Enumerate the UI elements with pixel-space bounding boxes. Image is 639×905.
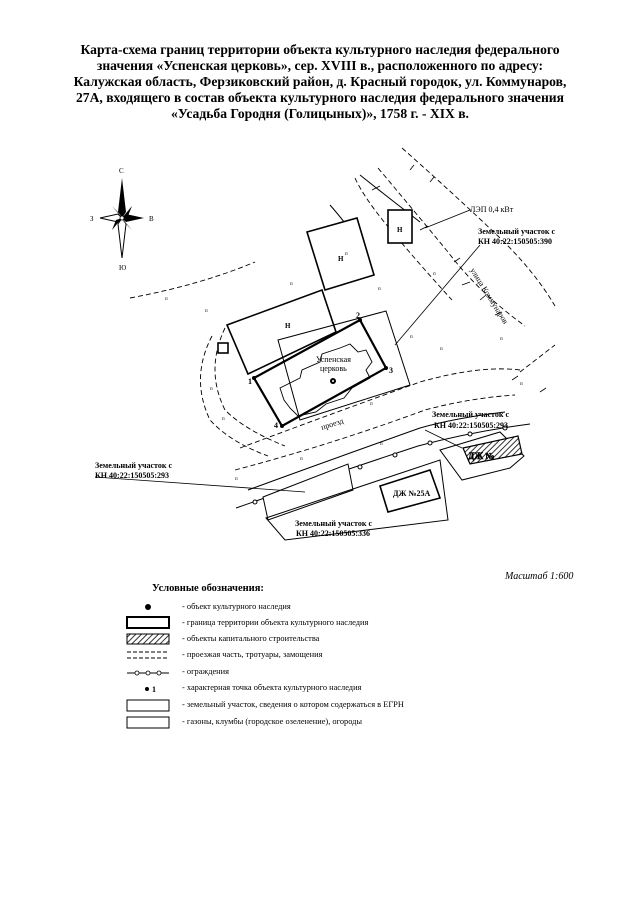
legend-land-plot-icon — [126, 699, 170, 712]
plot-293-east-label: Земельный участок с — [432, 410, 509, 419]
lawn-marks: п п п п п п п п п п п п п п п п — [165, 252, 523, 482]
plot-336-label: КН 40:22:150505:336 — [296, 529, 370, 538]
pole-marks — [371, 164, 547, 393]
svg-text:п: п — [205, 309, 208, 314]
title-line: «Усадьба Городня (Голицыных)», 1758 г. -… — [171, 106, 469, 121]
map-scale: Масштаб 1:600 — [505, 571, 574, 582]
svg-text:п: п — [410, 335, 413, 340]
title-line: значения «Успенская церковь», сер. XVIII… — [96, 58, 544, 73]
title-line: 27А, входящего в состав объекта культурн… — [76, 90, 564, 105]
legend-capital-icon — [126, 633, 170, 645]
title-line: Карта-схема границ территории объекта ку… — [80, 42, 560, 57]
map-title: Карта-схема границ территории объекта ку… — [40, 42, 600, 122]
building-code: Н — [338, 255, 344, 263]
compass-north: С — [119, 167, 124, 175]
legend-point-number: 1 — [152, 685, 156, 694]
svg-text:п: п — [290, 282, 293, 287]
svg-text:п: п — [165, 297, 168, 302]
compass-south: Ю — [119, 264, 126, 272]
point-label-3: 3 — [389, 366, 393, 375]
legend-item-roadway: - проезжая часть, тротуары, замощения — [127, 648, 457, 664]
compass-rose-icon — [99, 178, 144, 259]
legend-item-text: - объект культурного наследия — [182, 602, 291, 611]
plot-293-east-label: КН 40:22:150505:293 — [434, 421, 508, 430]
land-plot-293-west — [262, 463, 354, 521]
plot-293-west-label: Земельный участок с — [95, 461, 172, 470]
svg-text:п: п — [345, 252, 348, 257]
legend-item-text: - граница территории объекта культурного… — [182, 618, 369, 627]
compass-east: В — [149, 215, 154, 223]
svg-text:п: п — [520, 382, 523, 387]
building-small — [387, 209, 413, 244]
legend-item-fence: - ограждения — [127, 665, 457, 681]
legend-boundary-icon — [126, 616, 170, 629]
legend-item-heritage-object: - объект культурного наследия — [127, 600, 457, 616]
point-label-2: 2 — [356, 311, 360, 320]
street-label: улица Коммунаров — [468, 266, 510, 325]
legend-heritage-object-icon — [145, 604, 151, 610]
legend-lawn-icon — [126, 716, 170, 729]
plot-336-label: Земельный участок с — [295, 519, 372, 528]
point-label-1: 1 — [248, 377, 252, 386]
legend-item-text: - проезжая часть, тротуары, замощения — [182, 650, 323, 659]
plot-390-label: Земельный участок с — [478, 227, 555, 236]
house-label: ДЖ №25А — [393, 489, 430, 498]
building-shed — [217, 342, 229, 354]
land-plot-336 — [265, 459, 449, 541]
building-house-25a — [379, 469, 442, 513]
svg-text:п: п — [440, 347, 443, 352]
buildings — [217, 209, 413, 376]
svg-text:п: п — [235, 477, 238, 482]
svg-text:п: п — [222, 417, 225, 422]
legend-item-text: - газоны, клумбы (городское озеленение),… — [182, 717, 363, 726]
legend-item-capital-construction: - объекты капитального строительства — [127, 632, 457, 648]
legend-item-text: - характерная точка объекта культурного … — [182, 683, 362, 692]
power-line-label: ЛЭП 0,4 кВт — [470, 205, 514, 214]
compass-west: З — [90, 215, 94, 223]
building-north — [305, 217, 375, 291]
building-code: Н — [397, 226, 403, 234]
title-line: Калужская область, Ферзиковский район, д… — [73, 74, 567, 89]
svg-text:п: п — [300, 457, 303, 462]
legend-symbols — [126, 604, 170, 729]
land-plot-390 — [277, 310, 411, 421]
legend-item-text: - ограждения — [182, 667, 229, 676]
legend-item-text: - объекты капитального строительства — [182, 634, 320, 643]
church-label: Успенская — [316, 355, 351, 364]
legend-item-land-plot: - земельный участок, сведения о котором … — [127, 698, 457, 714]
svg-text:п: п — [370, 402, 373, 407]
legend-item-lawn: - газоны, клумбы (городское озеленение),… — [127, 715, 457, 731]
legend-item-characteristic-point: - характерная точка объекта культурного … — [127, 681, 457, 697]
roadway-lines — [129, 147, 556, 471]
legend-title: Условные обозначения: — [152, 583, 264, 594]
legend-point-icon — [145, 687, 149, 691]
plot-293-west-label: КН 40:22:150505:293 — [95, 471, 169, 480]
church-outline — [279, 343, 373, 417]
svg-text:п: п — [433, 272, 436, 277]
driveway-label: проезд — [320, 416, 345, 432]
plot-390-label: КН 40:22:150505:390 — [478, 237, 552, 246]
building-code: Н — [285, 322, 291, 330]
capital-construction-object — [462, 435, 523, 465]
characteristic-points — [252, 318, 388, 428]
house-dark-label: ДЖ № — [468, 451, 494, 461]
legend-item-territory-boundary: - граница территории объекта культурного… — [127, 616, 457, 632]
svg-text:п: п — [380, 442, 383, 447]
svg-text:п: п — [210, 387, 213, 392]
svg-text:п: п — [500, 337, 503, 342]
point-label-4: 4 — [274, 421, 278, 430]
legend-item-text: - земельный участок, сведения о котором … — [182, 700, 404, 709]
svg-text:п: п — [378, 287, 381, 292]
land-plot-293-east — [439, 431, 525, 481]
church-label: церковь — [320, 364, 347, 373]
